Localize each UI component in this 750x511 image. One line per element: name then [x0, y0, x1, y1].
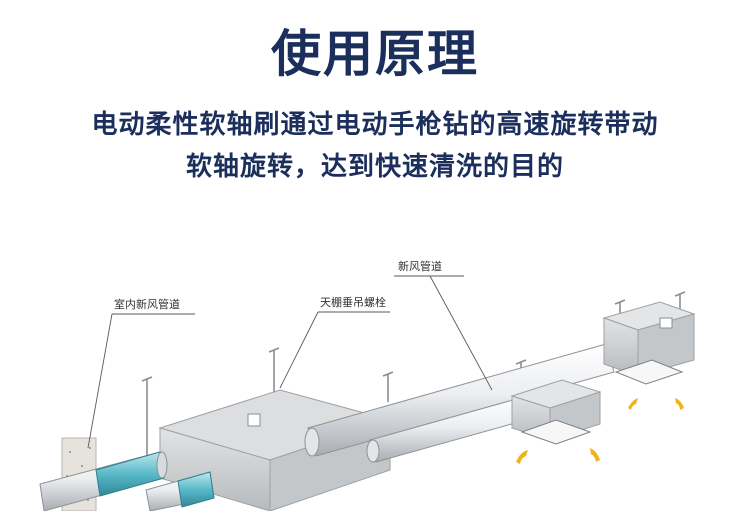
outlet-box-middle	[510, 379, 602, 445]
leader-lines	[87, 275, 493, 449]
subtitle-line-2: 软轴旋转，达到快速清洗的目的	[185, 152, 564, 182]
indoor-fresh-air-duct	[39, 451, 215, 511]
label-indoor-fresh-air-duct: 室内新风管道	[114, 297, 180, 311]
outlet-box-right	[602, 301, 696, 385]
airflow-arrows	[516, 398, 684, 464]
return-duct	[366, 397, 527, 463]
fresh-air-duct	[304, 343, 615, 457]
page-title: 使用原理	[271, 25, 479, 83]
label-ceiling-hanging-bolt: 天棚垂吊螺栓	[320, 295, 386, 309]
subtitle-line-1: 电动柔性软轴刷通过电动手枪钻的高速旋转带动	[91, 110, 659, 140]
label-fresh-air-duct: 新风管道	[398, 259, 442, 273]
